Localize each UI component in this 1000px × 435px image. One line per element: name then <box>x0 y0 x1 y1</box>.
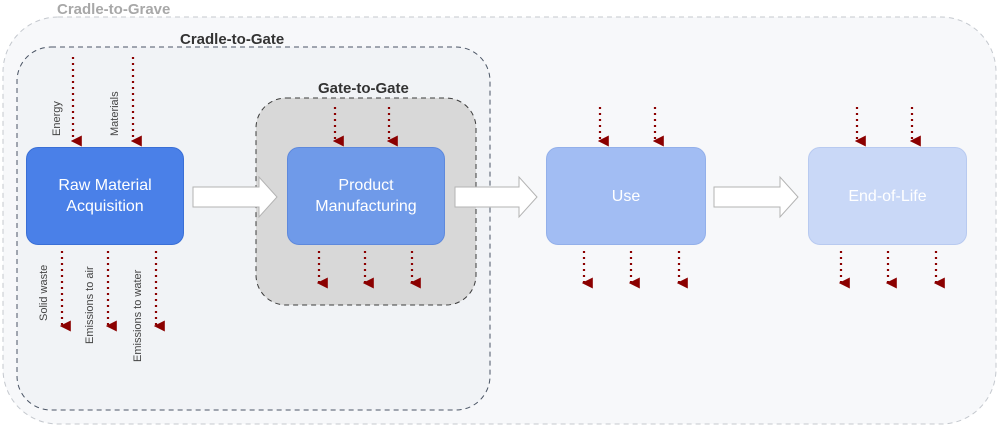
flow-arrow-3 <box>713 175 799 219</box>
stage-end-of-life: End-of-Life <box>808 147 967 245</box>
input-label-energy: Energy <box>51 101 63 136</box>
input-arrows <box>70 57 921 147</box>
stage-raw-material-acquisition: Raw Material Acquisition <box>26 147 184 245</box>
cradle-to-grave-title: Cradle-to-Grave <box>57 1 171 18</box>
flow-arrow-2 <box>454 175 538 219</box>
flow-arrow-1 <box>192 175 278 219</box>
stage-use: Use <box>546 147 706 245</box>
stage-product-manufacturing: Product Manufacturing <box>287 147 445 245</box>
output-label-emissions-air: Emissions to air <box>84 266 96 344</box>
cradle-to-gate-title: Cradle-to-Gate <box>180 31 285 48</box>
output-label-solid-waste: Solid waste <box>38 264 50 321</box>
gate-to-gate-title: Gate-to-Gate <box>318 80 409 97</box>
input-label-materials: Materials <box>109 91 121 136</box>
output-label-emissions-water: Emissions to water <box>132 269 144 362</box>
output-arrows <box>59 251 945 332</box>
